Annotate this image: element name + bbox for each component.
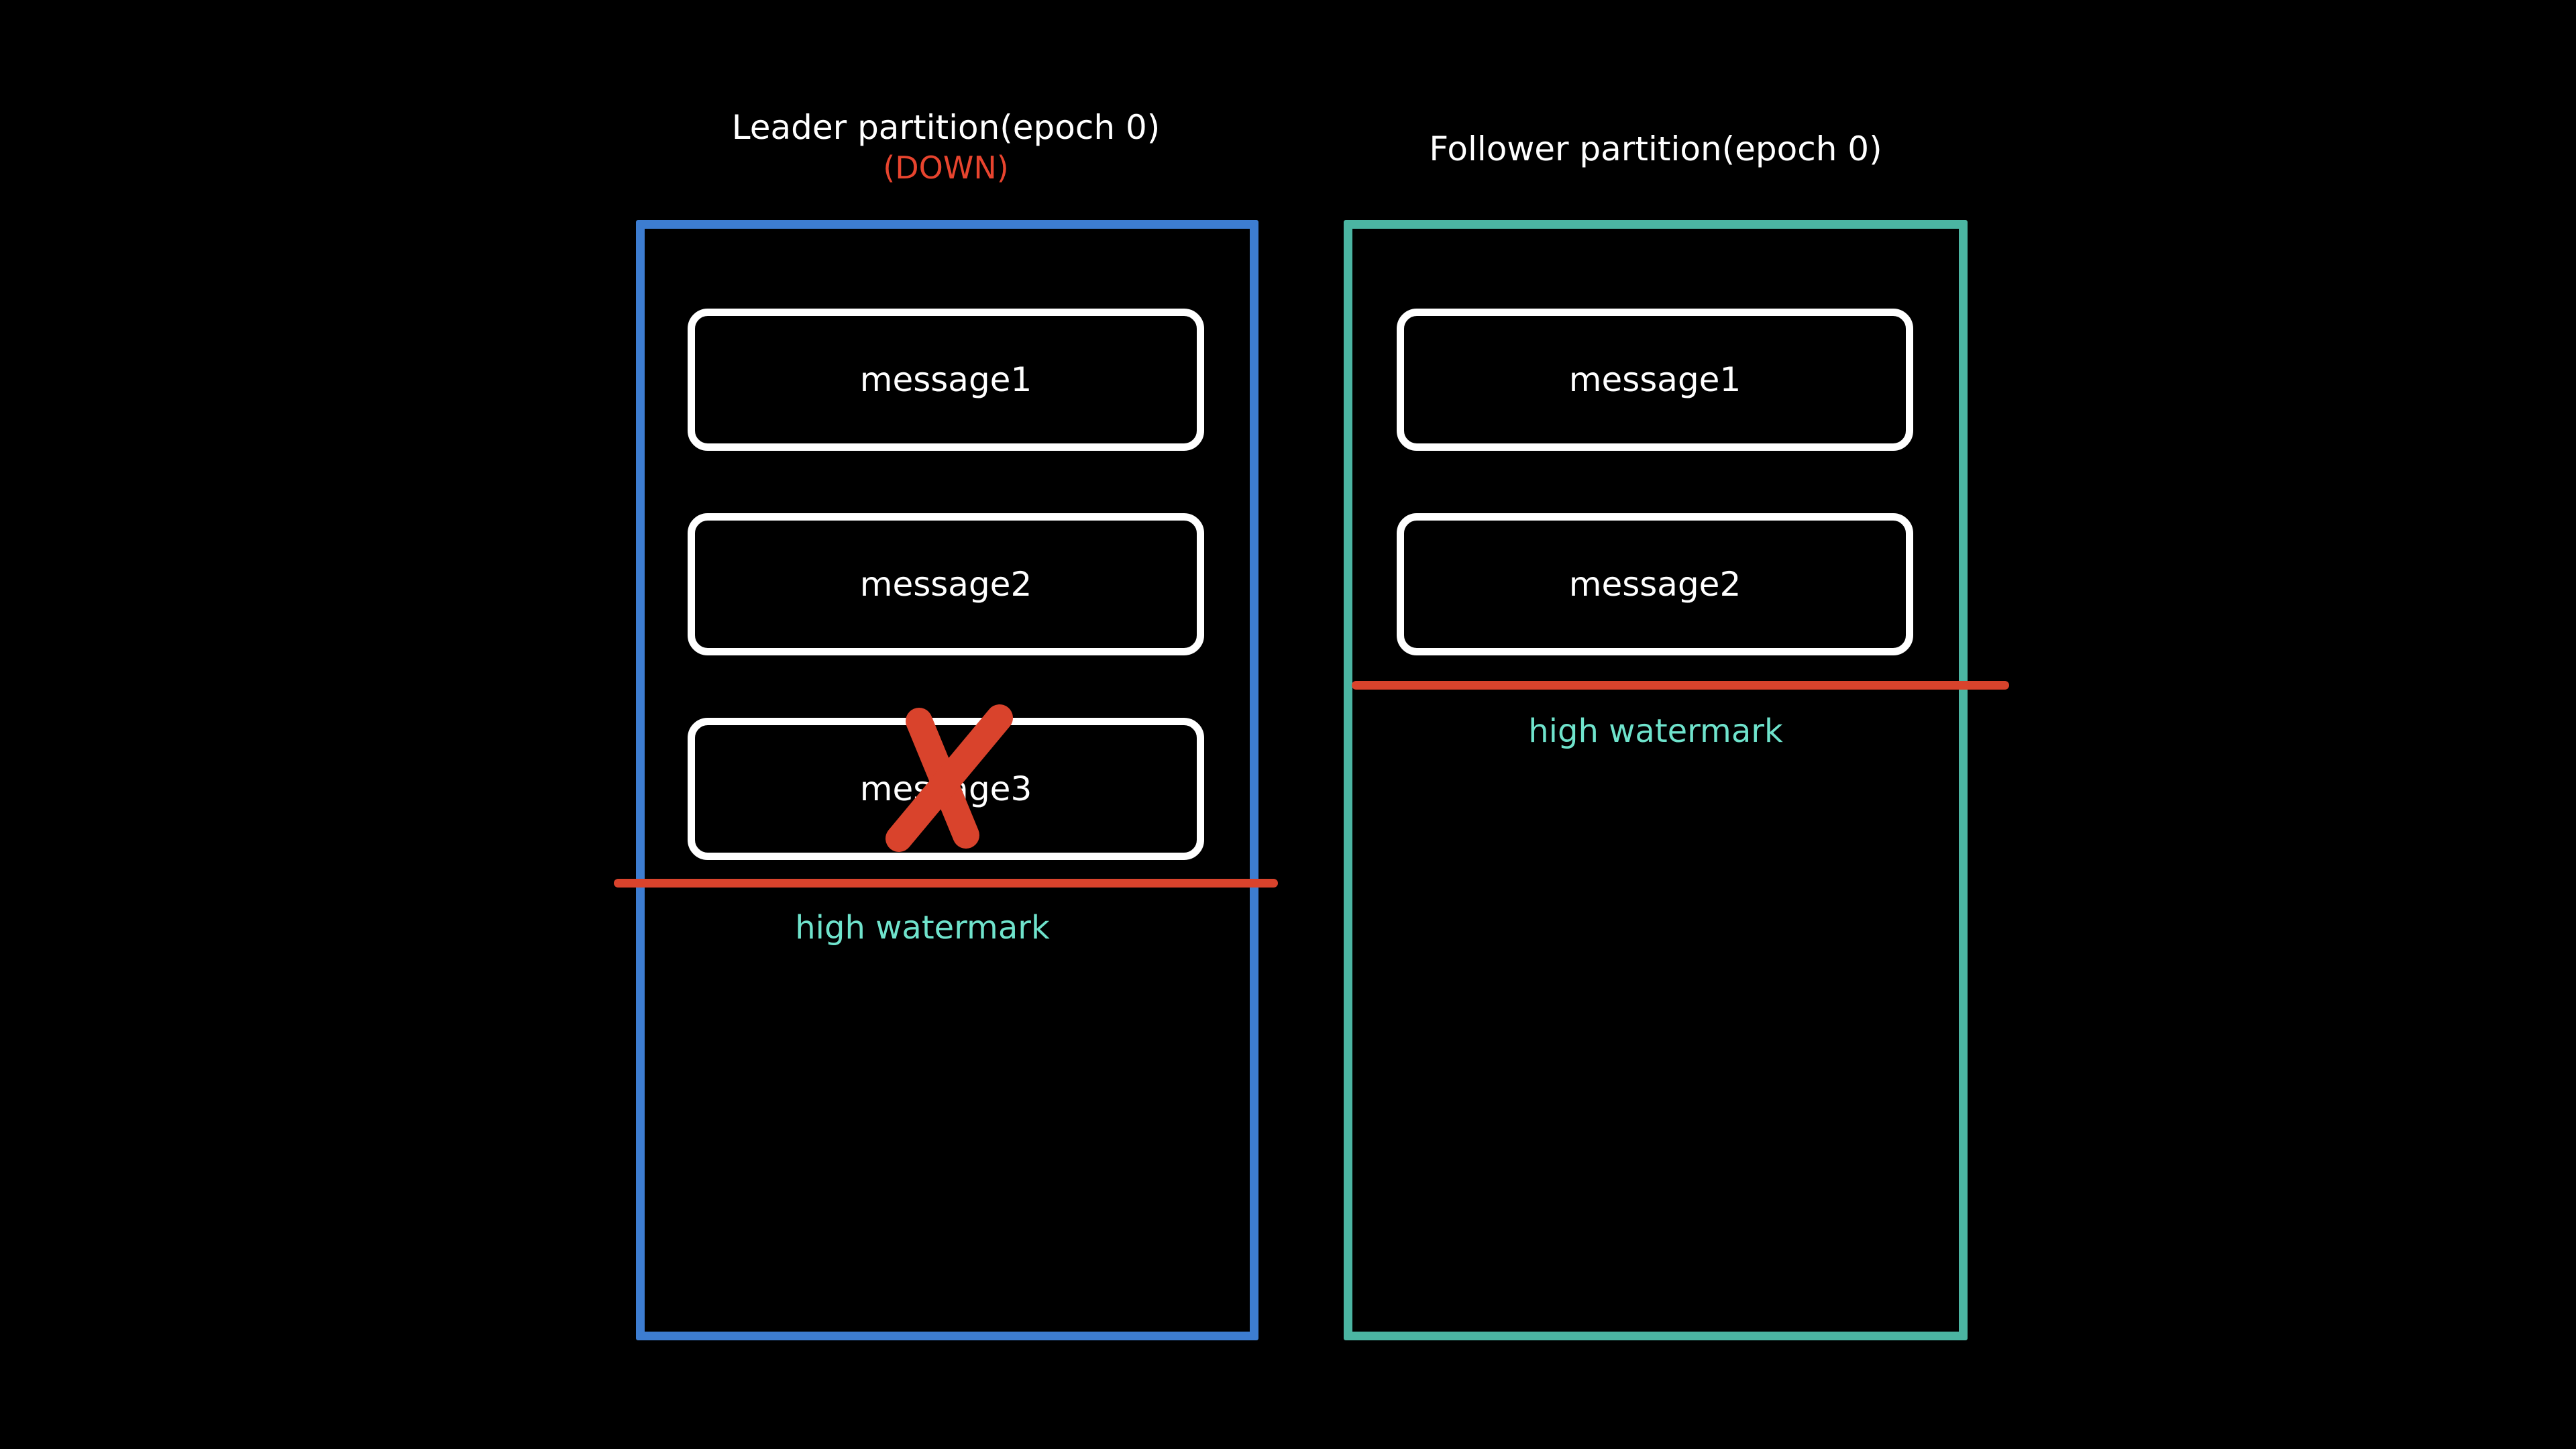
follower-message-2: message2 [1397,513,1913,655]
follower-partition-box [1344,220,1968,1340]
leader-partition-box [636,220,1258,1340]
follower-message-1-label: message1 [1568,360,1741,399]
follower-message-2-label: message2 [1568,565,1741,604]
leader-message-1: message1 [688,309,1204,451]
leader-high-watermark-label: high watermark [795,909,1050,947]
leader-message-2: message2 [688,513,1204,655]
follower-high-watermark-label: high watermark [1528,712,1783,750]
follower-partition-title: Follower partition(epoch 0) [1429,129,1882,168]
follower-high-watermark-line [1352,681,2009,690]
red-x-icon [885,704,1013,852]
follower-message-1: message1 [1397,309,1913,451]
leader-message-1-label: message1 [859,360,1032,399]
leader-high-watermark-line [614,879,1278,888]
leader-message-2-label: message2 [859,565,1032,604]
leader-down-status: (DOWN) [883,150,1009,186]
leader-partition-title: Leader partition(epoch 0) [731,108,1161,147]
